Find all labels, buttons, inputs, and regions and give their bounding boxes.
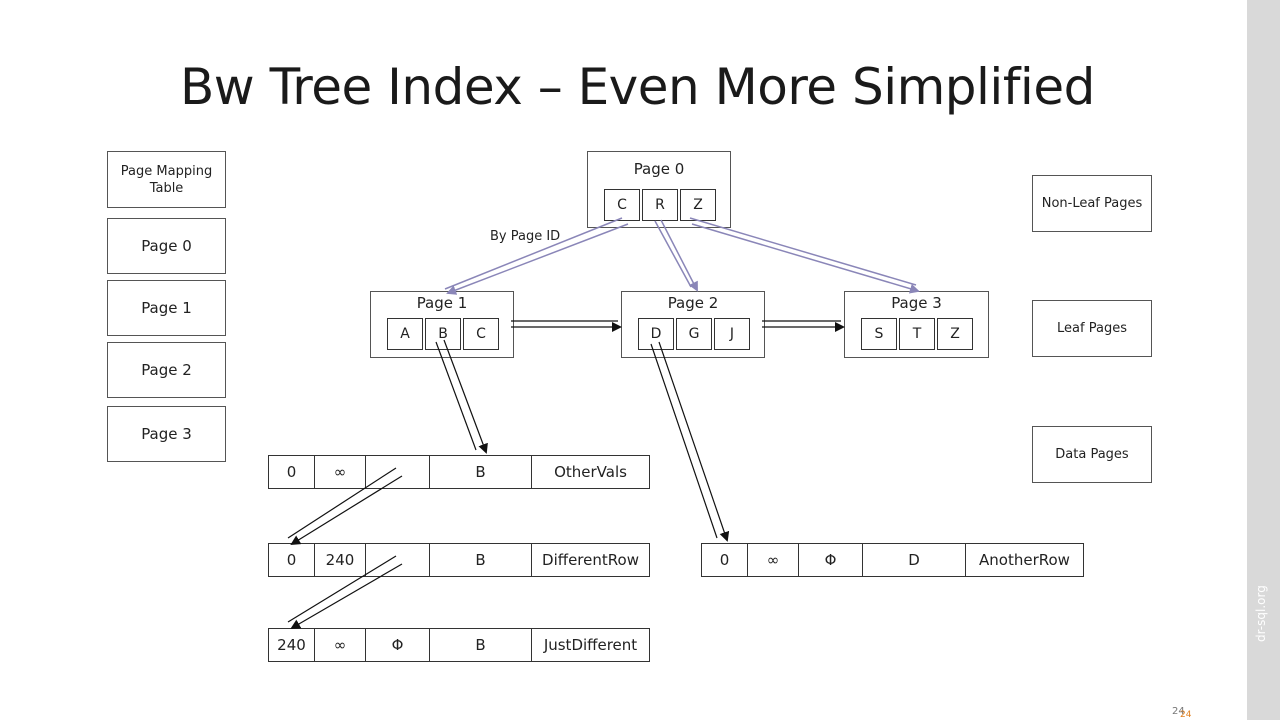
row-cell: 240 — [315, 544, 366, 576]
row-cell: Φ — [799, 544, 863, 576]
page1-key: C — [463, 318, 499, 350]
page1-label: Page 1 — [416, 294, 468, 312]
row-cell: OtherVals — [554, 463, 627, 481]
pointer-arrow-to-page2 — [654, 219, 698, 292]
page3-node: Page 3 S T Z — [844, 291, 989, 358]
page1-node: Page 1 A B C — [370, 291, 514, 358]
page3-key: S — [861, 318, 897, 350]
row-cell: B — [430, 544, 532, 576]
legend-leaf: Leaf Pages — [1032, 300, 1152, 357]
pointer-arrow-to-page3 — [689, 217, 920, 294]
row-cell: ∞ — [315, 629, 366, 661]
page2-key: G — [676, 318, 712, 350]
side-band — [1247, 0, 1280, 720]
page2-label: Page 2 — [667, 294, 719, 312]
page3-key: Z — [937, 318, 973, 350]
mapping-entry-page1: Page 1 — [107, 280, 226, 336]
row-cell — [366, 544, 430, 576]
legend-data: Data Pages — [1032, 426, 1152, 483]
mapping-entry-page2: Page 2 — [107, 342, 226, 398]
data-row-4: 0 ∞ Φ D AnotherRow — [701, 543, 1084, 577]
row-cell: ∞ — [315, 456, 366, 488]
arrow-label: By Page ID — [490, 229, 561, 244]
page0-label: Page 0 — [633, 160, 685, 178]
slide-title: Bw Tree Index – Even More Simplified — [180, 58, 1095, 116]
row-cell: ∞ — [748, 544, 799, 576]
row-cell: B — [430, 629, 532, 661]
page0-key: C — [604, 189, 640, 221]
pointer-arrow-to-page1 — [444, 217, 629, 295]
page-number-accent: 24 — [1180, 710, 1192, 720]
row-cell: DifferentRow — [542, 551, 639, 569]
data-row-2: 0 240 B DifferentRow — [268, 543, 650, 577]
row-cell — [366, 456, 430, 488]
row-cell: 240 — [269, 629, 315, 661]
page0-key: R — [642, 189, 678, 221]
sibling-arrow-page2-page3 — [762, 320, 845, 332]
mapping-table-header: Page Mapping Table — [107, 151, 226, 208]
legend-non-leaf: Non-Leaf Pages — [1032, 175, 1152, 232]
row-cell: 0 — [702, 544, 748, 576]
page1-key: B — [425, 318, 461, 350]
page0-key: Z — [680, 189, 716, 221]
mapping-entry-page0: Page 0 — [107, 218, 226, 274]
page3-key: T — [899, 318, 935, 350]
row-cell: JustDifferent — [543, 636, 638, 654]
data-row-3: 240 ∞ Φ B JustDifferent — [268, 628, 650, 662]
row-cell: D — [863, 544, 966, 576]
row-cell: AnotherRow — [979, 551, 1070, 569]
data-row-1: 0 ∞ B OtherVals — [268, 455, 650, 489]
row-cell: 0 — [269, 544, 315, 576]
mapping-entry-page3: Page 3 — [107, 406, 226, 462]
page-number: 24 — [1172, 706, 1185, 717]
page0-node: Page 0 C R Z — [587, 151, 731, 228]
page2-key: J — [714, 318, 750, 350]
version-arrow-row2-row3 — [287, 555, 403, 630]
page2-node: Page 2 D G J — [621, 291, 765, 358]
row-cell: Φ — [366, 629, 430, 661]
version-arrow-row1-row2 — [287, 467, 403, 546]
sibling-arrow-page1-page2 — [511, 320, 622, 332]
row-cell: 0 — [269, 456, 315, 488]
data-arrow-d-to-row4 — [650, 341, 730, 542]
row-cell: B — [430, 456, 532, 488]
page1-key: A — [387, 318, 423, 350]
page3-label: Page 3 — [891, 294, 942, 312]
page2-key: D — [638, 318, 674, 350]
data-arrow-b-to-row1 — [435, 339, 488, 454]
